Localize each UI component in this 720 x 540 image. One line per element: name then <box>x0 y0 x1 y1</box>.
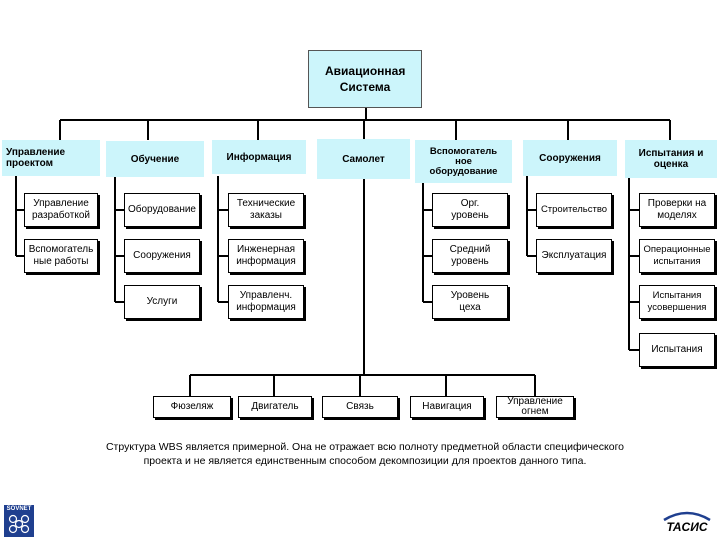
node-label: Услуги <box>146 296 178 307</box>
category-test-evaluation: Испытания и оценка <box>625 140 717 178</box>
node-label: Технические заказы <box>236 198 296 221</box>
node-label: Оборудование <box>127 204 196 215</box>
category-support-equipment: Вспомогатель ное оборудование <box>415 140 512 183</box>
category-label: Обучение <box>130 153 180 165</box>
category-label: Сооружения <box>539 152 601 164</box>
node-construction: Строительство <box>536 193 612 227</box>
tacis-logo: TACИС <box>660 508 714 534</box>
node-operation: Эксплуатация <box>536 239 612 273</box>
node-development-management: Управление разработкой <box>24 193 98 227</box>
node-engine: Двигатель <box>238 396 312 418</box>
node-training-services: Услуги <box>124 285 200 319</box>
node-label: Уровень цеха <box>450 290 490 313</box>
node-technical-orders: Технические заказы <box>228 193 304 227</box>
category-label: Информация <box>226 151 292 163</box>
sovnet-logo: SOVNET <box>4 505 34 537</box>
node-label: Испытания усовершения <box>647 290 707 313</box>
node-tests: Испытания <box>639 333 715 367</box>
node-engineering-information: Инженерная информация <box>228 239 304 273</box>
category-aircraft: Самолет <box>317 139 410 179</box>
category-label: Вспомогатель ное оборудование <box>429 145 498 177</box>
node-label: Управление огнем <box>507 396 563 417</box>
root-label: Авиационная Система <box>325 64 406 94</box>
node-intermediate-level: Средний уровень <box>432 239 508 273</box>
node-model-tests: Проверки на моделях <box>639 193 715 227</box>
category-training: Обучение <box>106 141 204 177</box>
node-training-facilities: Сооружения <box>124 239 200 273</box>
node-navigation: Навигация <box>410 396 484 418</box>
node-label: Строительство <box>540 204 608 215</box>
node-label: Связь <box>346 401 374 412</box>
category-label: Самолет <box>342 153 385 165</box>
node-fuselage: Фюзеляж <box>153 396 231 418</box>
node-management-information: Управленч. информация <box>228 285 304 319</box>
node-label: Двигатель <box>251 401 299 412</box>
node-improvement-tests: Испытания усовершения <box>639 285 715 319</box>
node-label: Эксплуатация <box>541 250 607 261</box>
category-project-management: Управление проектом <box>2 140 100 176</box>
node-label: Сооружения <box>133 250 191 261</box>
category-label: Управление проектом <box>6 147 66 169</box>
tacis-logo-text: TACИС <box>666 520 707 534</box>
node-communication: Связь <box>322 396 398 418</box>
sovnet-logo-text: SOVNET <box>6 506 32 512</box>
node-label: Средний уровень <box>449 244 491 267</box>
node-label: Управление разработкой <box>31 198 90 221</box>
sovnet-emblem-icon <box>8 514 30 534</box>
node-training-equipment: Оборудование <box>124 193 200 227</box>
node-label: Инженерная информация <box>236 244 296 267</box>
root-node: Авиационная Система <box>308 50 422 108</box>
category-information: Информация <box>212 140 306 174</box>
node-label: Операционные испытания <box>643 244 711 267</box>
node-label: Фюзеляж <box>170 401 214 412</box>
node-fire-control: Управление огнем <box>496 396 574 418</box>
node-operational-tests: Операционные испытания <box>639 239 715 273</box>
footnote-text: Структура WBS является примерной. Она не… <box>105 441 625 467</box>
node-label: Испытания <box>651 344 703 355</box>
node-label: Вспомогатель ные работы <box>28 244 94 267</box>
node-depot-level: Уровень цеха <box>432 285 508 319</box>
node-support-work: Вспомогатель ные работы <box>24 239 98 273</box>
node-label: Орг. уровень <box>451 198 489 221</box>
node-org-level: Орг. уровень <box>432 193 508 227</box>
category-facilities: Сооружения <box>523 140 617 176</box>
category-label: Испытания и оценка <box>638 148 704 170</box>
node-label: Навигация <box>422 401 472 412</box>
node-label: Управленч. информация <box>236 290 296 313</box>
node-label: Проверки на моделях <box>647 198 707 221</box>
